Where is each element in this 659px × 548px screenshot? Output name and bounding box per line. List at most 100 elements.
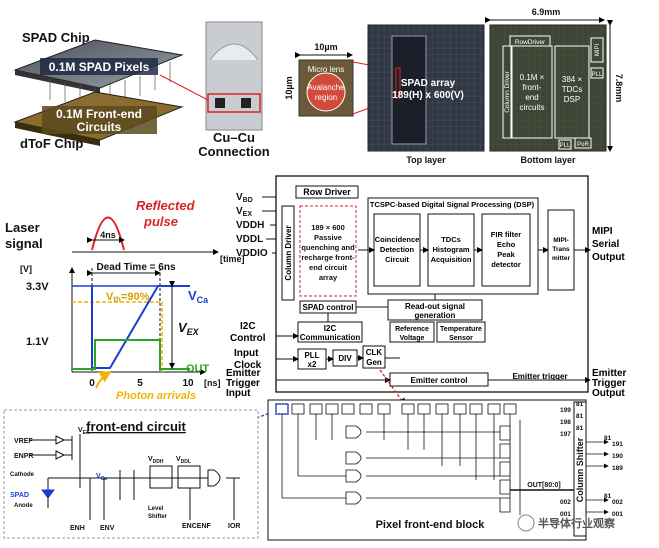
vex-label: VEX bbox=[178, 320, 200, 337]
spad-array-region bbox=[391, 35, 427, 145]
photon-arrow bbox=[95, 370, 112, 389]
out-waveform bbox=[72, 339, 190, 370]
chip-width-label: 6.9mm bbox=[532, 7, 561, 17]
array-line2: Passive bbox=[314, 233, 342, 242]
mipi-box bbox=[590, 37, 604, 63]
pin-vbd: VBD bbox=[236, 192, 253, 204]
spad-array-line1: SPAD array bbox=[401, 78, 456, 89]
bus-81-c: 81 bbox=[576, 425, 584, 432]
cucu-callout-line bbox=[159, 74, 209, 101]
bump-array bbox=[49, 62, 171, 106]
tdc-line1: TDCs bbox=[441, 235, 461, 244]
pixel-width-label: 10µm bbox=[314, 42, 337, 52]
tick-0: 0 bbox=[89, 378, 95, 389]
fir-line4: detector bbox=[491, 260, 521, 269]
i2c-block bbox=[297, 321, 363, 343]
pointer-to-pixel-block bbox=[379, 369, 406, 407]
mipi-block bbox=[547, 209, 575, 291]
refv-block bbox=[389, 321, 435, 343]
vca-waveform bbox=[91, 285, 190, 369]
bottom-pll-label: PLL bbox=[592, 72, 603, 78]
encenf-label: ENCENF bbox=[182, 523, 212, 530]
cathode-label: Cathode bbox=[10, 472, 35, 478]
vca-label: VCa bbox=[188, 288, 209, 305]
bottom-frontend-line3: end bbox=[525, 93, 538, 102]
bottom-por-label: PoR bbox=[577, 142, 589, 148]
i2c-line2: Communication bbox=[300, 333, 361, 342]
row-198: 198 bbox=[560, 419, 571, 426]
bottom-frontend-line1: 0.1M × bbox=[520, 73, 545, 82]
tick-5: 5 bbox=[137, 378, 143, 389]
microlens-shape bbox=[209, 43, 259, 61]
wechat-logo bbox=[517, 514, 535, 532]
pixel-block-title: Pixel front-end block bbox=[376, 519, 486, 531]
timing-diagram: Laser signal 4ns Reflected pulse [time] … bbox=[5, 198, 245, 402]
top-layer-label: Top layer bbox=[406, 155, 446, 165]
array-line1: 189 × 600 bbox=[311, 223, 345, 232]
fe-vex-label: VEX bbox=[78, 427, 90, 436]
readout-line2: generation bbox=[415, 311, 456, 320]
coinc-line3: Circuit bbox=[385, 255, 409, 264]
pll-line1: PLL bbox=[304, 351, 319, 360]
frontend-circuit: front-end circuit VREF ENPR VEX VCa VDDH… bbox=[3, 409, 259, 539]
frontend-label-line2: Circuits bbox=[77, 120, 122, 134]
row-002: 002 bbox=[560, 499, 571, 506]
enh-label: ENH bbox=[70, 525, 85, 532]
dead-time-label: Dead Time = 6ns bbox=[96, 262, 175, 273]
fir-line3: Peak bbox=[497, 250, 515, 259]
pixel-cells bbox=[275, 403, 517, 415]
level-line2: Shifter bbox=[148, 514, 168, 520]
pin-vddl: VDDL bbox=[236, 234, 263, 245]
out-002: 002 bbox=[612, 499, 623, 506]
row-driver-block bbox=[295, 185, 359, 199]
tdc-block bbox=[427, 213, 475, 287]
temp-line1: Temperature bbox=[440, 326, 482, 333]
level-line1: Level bbox=[148, 506, 164, 512]
mipi-line3: mitter bbox=[552, 255, 571, 262]
column-driver-label: Column Driver bbox=[284, 225, 293, 280]
tick-10: 10 bbox=[182, 378, 194, 389]
bottom-column-driver-label: Column Driver bbox=[504, 70, 511, 112]
temp-line2: Sensor bbox=[449, 335, 473, 342]
chip-height-label: 7.8mm bbox=[614, 74, 624, 103]
i2c-line1: I2C bbox=[324, 324, 337, 333]
column-driver-box bbox=[502, 45, 512, 139]
pixel-block: OUT[80:0] Column Shifter 199 198 197 002… bbox=[267, 399, 623, 541]
pixel-highlight bbox=[395, 67, 401, 99]
frontend-label-line1: 0.1M Front-end bbox=[56, 107, 142, 121]
mipi-out-line1: MIPI bbox=[592, 226, 613, 237]
row-driver-label: Row Driver bbox=[303, 187, 351, 197]
tdc-region-box bbox=[554, 45, 590, 139]
chip-outline bbox=[275, 175, 589, 393]
volt-unit-label: [V] bbox=[20, 264, 32, 274]
time-unit-label: [time] bbox=[220, 254, 245, 264]
coinc-line1: Coincidence bbox=[375, 235, 420, 244]
mipi-line1: MIPI- bbox=[553, 237, 569, 244]
array-line4: recharge front- bbox=[301, 253, 355, 262]
stacked-chip-illustration: SPAD Chip 0.1M SPAD Pixels 0.1M Front-en… bbox=[13, 21, 270, 159]
refv-line2: Voltage bbox=[400, 335, 425, 342]
bottom-tdc-line1: 384 × bbox=[562, 75, 583, 84]
avalanche-label-line1: Avalanche bbox=[307, 83, 345, 92]
shifter-io bbox=[586, 439, 609, 515]
clk-line2: Gen bbox=[366, 358, 382, 367]
watermark: 半导体行业观察 bbox=[538, 516, 616, 530]
bottom-mipi-label: MIPI bbox=[595, 44, 601, 57]
anode-label: Anode bbox=[14, 503, 33, 509]
bottom-frontend-line2: front- bbox=[523, 83, 542, 92]
v11-label: 1.1V bbox=[26, 336, 49, 348]
micro-lens-label: Micro lens bbox=[308, 65, 344, 74]
bottom-frontend-line4: circuits bbox=[520, 103, 545, 112]
micrograph-section: 10µm 10µm Micro lens Avalanche region SP… bbox=[284, 7, 624, 165]
out-001: 001 bbox=[612, 511, 623, 518]
ior-label: IOR bbox=[228, 523, 240, 530]
bottom-tdc-line3: DSP bbox=[564, 95, 580, 104]
em-out-line3: Output bbox=[592, 388, 625, 399]
vth-label: Vth=90% bbox=[106, 291, 150, 304]
avalanche-label-line2: region bbox=[315, 93, 337, 102]
emitter-trigger-label: Emitter trigger bbox=[512, 372, 567, 381]
block-diagram: VBD VEX VDDH VDDL VDDIO Row Driver Colum… bbox=[226, 175, 627, 399]
fir-block bbox=[481, 213, 531, 287]
bottom-tdc-line2: TDCs bbox=[562, 85, 582, 94]
